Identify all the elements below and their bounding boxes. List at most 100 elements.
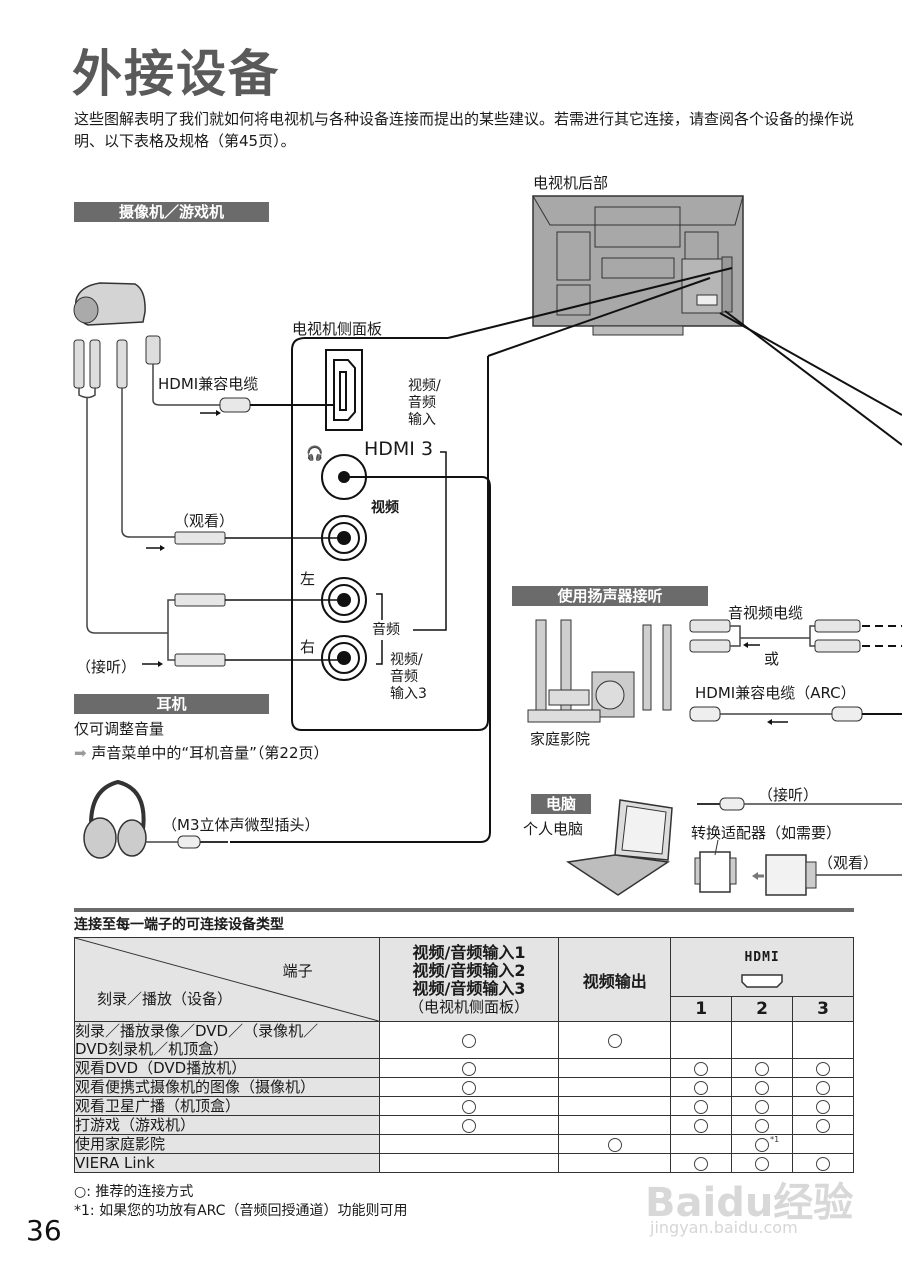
rca-jacks [321, 515, 367, 681]
recommended-mark-icon [461, 1033, 476, 1048]
cell-av [378, 1058, 560, 1078]
recommended-mark-icon [816, 1061, 831, 1076]
camcorder-illustration [73, 282, 161, 389]
table-row: 观看DVD（DVD播放机） [74, 1058, 854, 1078]
cell-av [378, 1115, 560, 1135]
cell-h2 [731, 1077, 794, 1097]
row-device-label: 刻录／播放录像／DVD／（录像机／DVD刻录机／机顶盒） [74, 1021, 380, 1059]
cell-av [378, 1077, 560, 1097]
corner-header: 端子 刻录／播放（设备） [74, 937, 380, 1022]
cell-vout [558, 1058, 672, 1078]
headphone-plug-label: （M3立体声微型插头） [162, 816, 320, 834]
cell-h2 [731, 1058, 794, 1078]
cell-vout [558, 1096, 672, 1116]
footnotes: ○: 推荐的连接方式 *1: 如果您的功放有ARC（音频回授通道）功能则可用 [74, 1183, 407, 1221]
cell-h1 [670, 1153, 733, 1173]
row-device-label: VIERA Link [74, 1153, 380, 1173]
tv-rear-illustration [532, 195, 744, 336]
row-device-label: 使用家庭影院 [74, 1134, 380, 1154]
pc-label: 个人电脑 [523, 820, 584, 838]
table-row: 刻录／播放录像／DVD／（录像机／DVD刻录机／机顶盒） [74, 1021, 854, 1059]
recommended-mark-icon [755, 1080, 770, 1095]
watermark-brand: Baidu经验 [645, 1180, 854, 1226]
recommended-mark-icon [816, 1099, 831, 1114]
pc-watch-label: （观看） [818, 854, 879, 872]
cell-h3 [792, 1077, 854, 1097]
recommended-mark-icon [694, 1156, 709, 1171]
laptop-illustration [565, 799, 673, 896]
cell-av [378, 1153, 560, 1173]
row-device-label: 观看便携式摄像机的图像（摄像机） [74, 1077, 380, 1097]
section-camcorder-game: 摄像机／游戏机 [74, 202, 269, 222]
recommended-mark-icon [607, 1137, 622, 1152]
recommended-mark-icon [461, 1080, 476, 1095]
headphone-jack-icon: 🎧 [306, 446, 324, 462]
av-in3-label: 视频/ 音频 输入3 [390, 652, 427, 702]
section-pc: 电脑 [531, 794, 591, 814]
cell-h3 [792, 1134, 854, 1154]
hdmi-port-icon [741, 973, 783, 988]
cell-h3 [792, 1021, 854, 1059]
av-cable-label: 音视频电缆 [728, 604, 804, 622]
video-out-header: 视频输出 [558, 937, 672, 1022]
cell-vout [558, 1115, 672, 1135]
home-theater-label: 家庭影院 [530, 730, 591, 748]
listen-label: （接听） [76, 658, 137, 676]
cell-h1 [670, 1021, 733, 1059]
hdmi-header: HDMI [670, 936, 854, 998]
cell-h3 [792, 1115, 854, 1135]
home-theater-illustration [527, 619, 672, 723]
tv-rear-label: 电视机后部 [533, 174, 609, 192]
headphones-illustration [83, 779, 228, 859]
recommended-mark-icon [816, 1080, 831, 1095]
hdmi-cable-label: HDMI兼容电缆 [158, 375, 259, 393]
watch-label: （观看） [174, 512, 235, 530]
recommended-mark-icon [461, 1061, 476, 1076]
connection-diagram [73, 195, 902, 896]
recommended-mark-icon [461, 1099, 476, 1114]
av-in-hdmi-label: 视频/ 音频 输入 [408, 378, 441, 428]
cell-h2 [731, 1153, 794, 1173]
av-inputs-header: 视频/音频输入1 视频/音频输入2 视频/音频输入3 （电视机侧面板） [378, 937, 560, 1022]
recommended-mark-icon [694, 1118, 709, 1133]
left-channel-label: 左 [300, 570, 316, 588]
adapter-label: 转换适配器（如需要） [691, 824, 842, 842]
arrow-right-icon: ➡ [74, 744, 87, 762]
footnote-ref: *1 [770, 1135, 780, 1144]
recommended-mark-icon [694, 1080, 709, 1095]
row-device-label: 打游戏（游戏机） [74, 1115, 380, 1135]
recommended-mark-icon [755, 1118, 770, 1133]
hdmi-port-2-header: 2 [731, 996, 794, 1022]
cell-h2: *1 [731, 1134, 794, 1154]
cell-h2 [731, 1096, 794, 1116]
cell-h1 [670, 1058, 733, 1078]
watermark-url: jingyan.baidu.com [650, 1218, 798, 1237]
recommended-mark-icon [755, 1061, 770, 1076]
cell-h3 [792, 1058, 854, 1078]
row-device-label: 观看卫星广播（机顶盒） [74, 1096, 380, 1116]
headphone-reference: ➡ 声音菜单中的“耳机音量”（第22页） [74, 744, 329, 762]
recommended-mark-icon [816, 1156, 831, 1171]
footnote-1: *1: 如果您的功放有ARC（音频回授通道）功能则可用 [74, 1203, 408, 1219]
cell-av [378, 1134, 560, 1154]
recommended-mark-icon [755, 1099, 770, 1114]
recommended-mark-icon [755, 1137, 770, 1152]
hdmi3-label: HDMI 3 [364, 438, 434, 460]
table-row: 观看便携式摄像机的图像（摄像机） [74, 1077, 854, 1097]
section-headphones: 耳机 [74, 694, 269, 714]
cell-av [378, 1096, 560, 1116]
recommended-mark-icon [755, 1156, 770, 1171]
legend-note: ○: 推荐的连接方式 [74, 1184, 194, 1200]
hdmi-port-3-header: 3 [792, 996, 854, 1022]
headphone-note: 仅可调整音量 [74, 720, 165, 738]
terminal-header: 端子 [282, 962, 313, 980]
cell-h3 [792, 1096, 854, 1116]
cell-vout [558, 1077, 672, 1097]
intro-text: 这些图解表明了我们就如何将电视机与各种设备连接而提出的某些建议。若需进行其它连接… [74, 110, 855, 150]
table-row: 打游戏（游戏机） [74, 1115, 854, 1135]
table-row: 观看卫星广播（机顶盒） [74, 1096, 854, 1116]
recommended-mark-icon [607, 1033, 622, 1048]
cell-h1 [670, 1134, 733, 1154]
or-label: 或 [764, 650, 780, 668]
cell-h2 [731, 1021, 794, 1059]
